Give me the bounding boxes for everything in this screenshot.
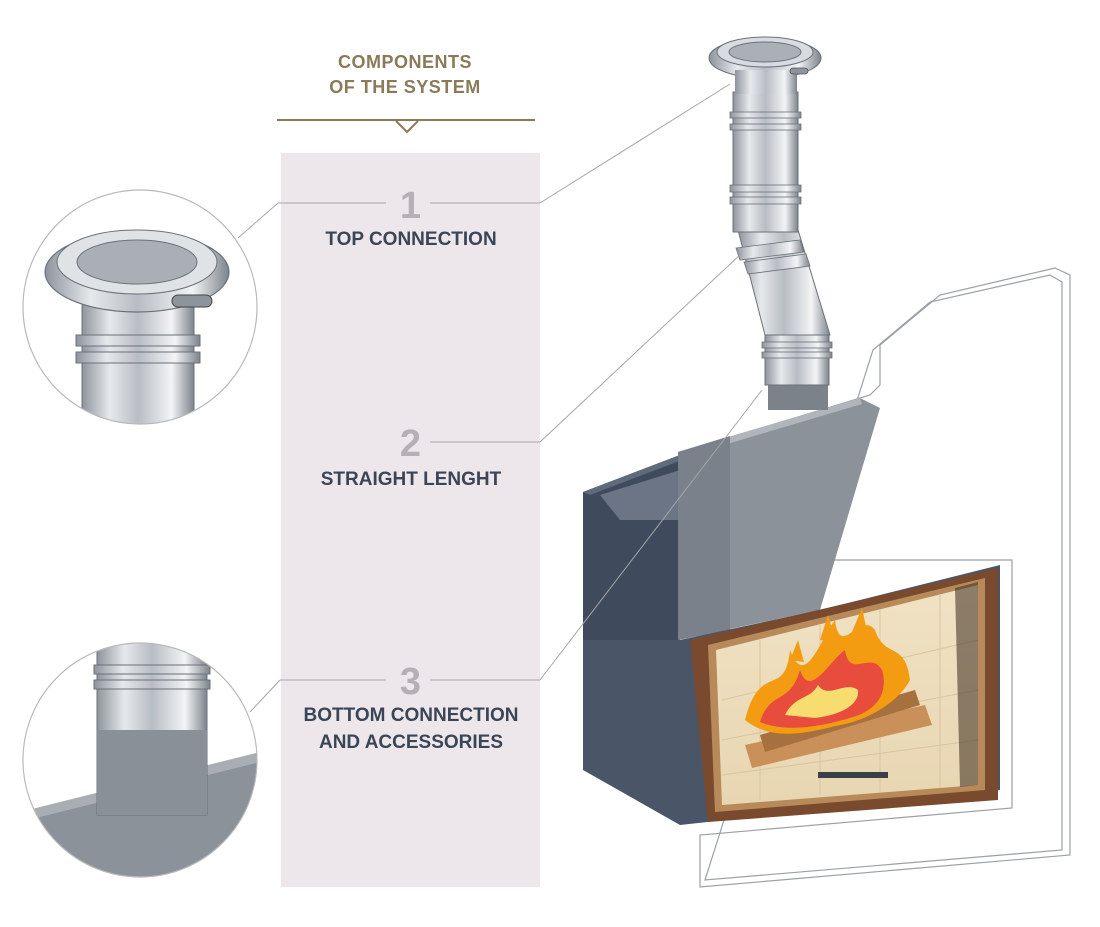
- label-line: AND ACCESSORIES: [318, 732, 504, 753]
- component-number-2: 2: [399, 423, 422, 465]
- component-label-top-connection: TOP CONNECTION: [266, 226, 556, 253]
- heading-line-2: OF THE SYSTEM: [329, 77, 481, 97]
- component-number-3: 3: [399, 661, 422, 703]
- label-line: BOTTOM CONNECTION: [303, 705, 519, 726]
- components-panel: [281, 153, 540, 887]
- top-connection-detail: [23, 190, 257, 424]
- component-number-1: 1: [399, 185, 422, 227]
- chevron-down-icon: [395, 120, 419, 134]
- detail-circle-top: [22, 189, 258, 425]
- heading-divider: [277, 119, 535, 121]
- component-label-bottom-connection: BOTTOM CONNECTION AND ACCESSORIES: [266, 702, 556, 756]
- label-line: STRAIGHT LENGHT: [320, 469, 502, 490]
- fire: [745, 608, 932, 768]
- label-line: TOP CONNECTION: [325, 229, 497, 250]
- heading-line-1: COMPONENTS: [337, 52, 472, 72]
- component-label-straight-length: STRAIGHT LENGHT: [266, 466, 556, 493]
- components-heading: COMPONENTS OF THE SYSTEM: [260, 50, 550, 100]
- detail-circle-bottom: [22, 642, 258, 878]
- flue-pipe: [708, 36, 833, 410]
- leader-lines: [237, 83, 763, 713]
